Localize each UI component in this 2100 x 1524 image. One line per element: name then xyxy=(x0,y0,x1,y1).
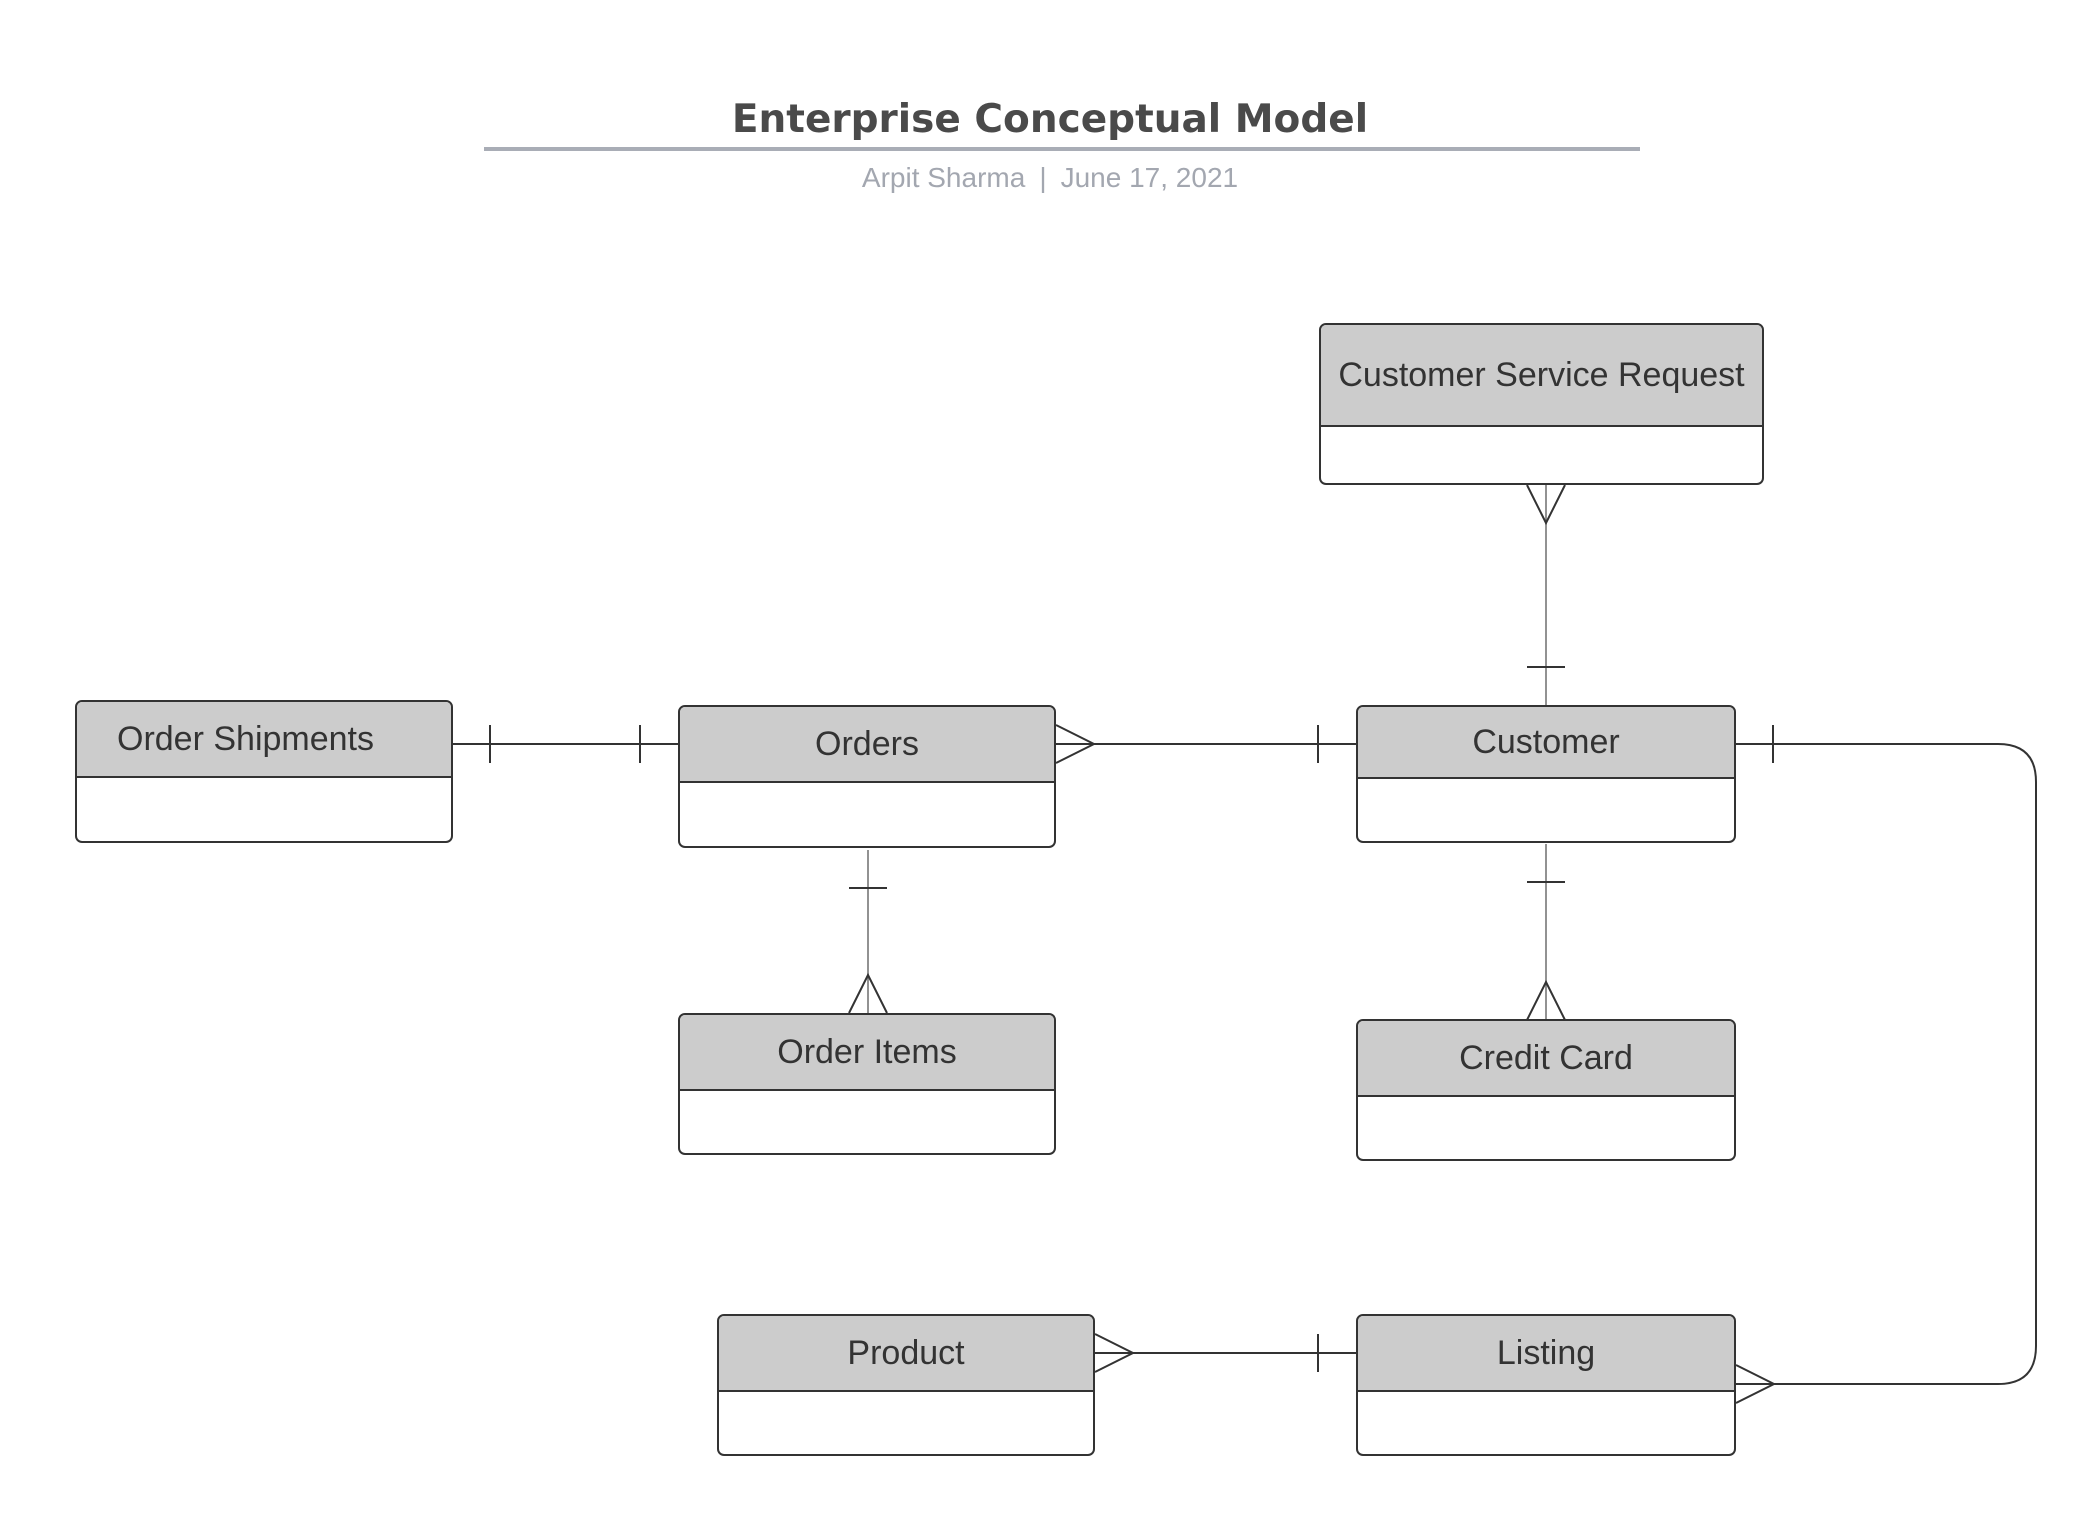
rel-orders-customer xyxy=(1055,724,1356,764)
title-underline xyxy=(484,147,1640,151)
rel-customer-credit-card xyxy=(1526,844,1566,1021)
entity-label: Customer Service Request xyxy=(1338,355,1745,394)
crows-foot-marker xyxy=(1735,1364,1777,1404)
rel-order-shipments-orders xyxy=(451,725,678,763)
crows-foot-marker xyxy=(848,972,888,1014)
crows-foot-marker xyxy=(1526,484,1566,526)
entity-order-items[interactable]: Order Items xyxy=(678,1013,1056,1155)
entity-listing[interactable]: Listing xyxy=(1356,1314,1736,1456)
entity-label: Order Shipments xyxy=(117,719,374,758)
diagram-date: June 17, 2021 xyxy=(1060,162,1239,193)
entity-orders[interactable]: Orders xyxy=(678,705,1056,848)
diagram-title: Enterprise Conceptual Model xyxy=(731,97,1369,142)
subtitle-separator: | xyxy=(1039,162,1047,193)
entity-label: Listing xyxy=(1496,1333,1596,1372)
rel-service-request-customer xyxy=(1526,484,1566,706)
rel-orders-order-items xyxy=(848,850,888,1014)
author-name: Arpit Sharma xyxy=(861,162,1026,193)
entity-order-shipments[interactable]: Order Shipments xyxy=(75,700,453,843)
entity-header: Order Shipments xyxy=(77,702,451,778)
entity-header: Orders xyxy=(680,707,1054,783)
entity-header: Customer xyxy=(1358,707,1734,779)
entity-label: Product xyxy=(847,1333,965,1372)
rel-product-listing xyxy=(1094,1333,1356,1373)
entity-label: Customer xyxy=(1472,722,1620,761)
entity-label: Credit Card xyxy=(1459,1038,1633,1077)
entity-header: Order Items xyxy=(680,1015,1054,1091)
entity-label: Orders xyxy=(815,724,919,763)
entity-header: Product xyxy=(719,1316,1093,1392)
entity-header: Listing xyxy=(1358,1316,1734,1392)
rel-customer-listing xyxy=(1735,725,2037,1404)
entity-credit-card[interactable]: Credit Card xyxy=(1356,1019,1736,1161)
crows-foot-marker xyxy=(1526,979,1566,1021)
diagram-subtitle: Arpit Sharma | June 17, 2021 xyxy=(0,160,2100,196)
crows-foot-marker xyxy=(1094,1333,1136,1373)
crows-foot-marker xyxy=(1055,724,1097,764)
entity-customer[interactable]: Customer xyxy=(1356,705,1736,843)
entity-customer-service-request[interactable]: Customer Service Request xyxy=(1319,323,1764,485)
entity-header: Customer Service Request xyxy=(1321,325,1762,427)
diagram-header: Enterprise Conceptual Model Arpit Sharma… xyxy=(0,0,2100,200)
entity-product[interactable]: Product xyxy=(717,1314,1095,1456)
entity-label: Order Items xyxy=(777,1032,957,1071)
entity-header: Credit Card xyxy=(1358,1021,1734,1097)
